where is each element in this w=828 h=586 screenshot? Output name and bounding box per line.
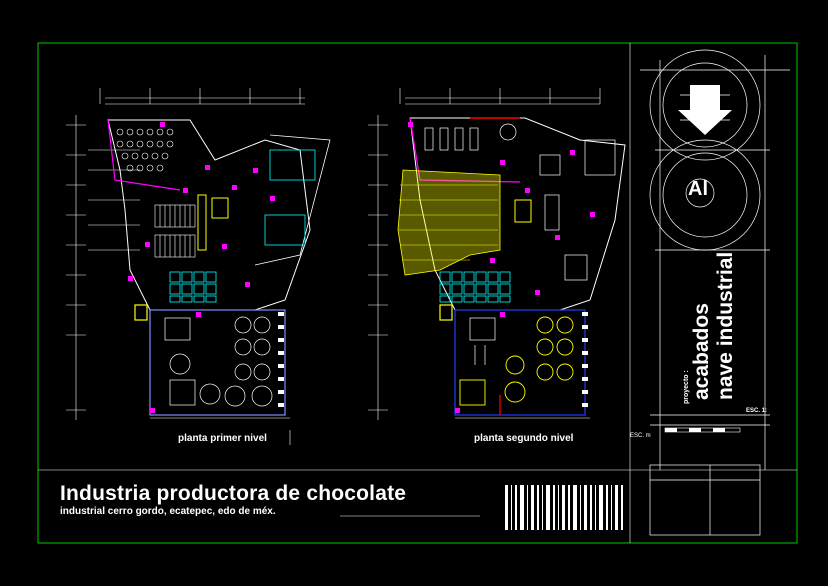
barcode-icon	[505, 485, 623, 530]
plan-label-first-level: planta primer nivel	[178, 433, 267, 444]
scale-label: ESC. 1:	[746, 408, 768, 414]
drawing-title: Industria productora de chocolate	[60, 482, 407, 505]
drawing-subtitle: industrial cerro gordo, ecatepec, edo de…	[60, 506, 276, 517]
scale-note: ESC. m	[630, 433, 651, 439]
project-title-line1: acabados	[690, 303, 713, 400]
logo-arrow-icon	[678, 85, 732, 135]
project-prefix: proyecto :	[683, 370, 690, 404]
plan-label-second-level: planta segundo nivel	[474, 433, 574, 444]
title-side-panel	[640, 49, 790, 536]
logo-text: Al	[688, 178, 708, 200]
floor-plan-first-level	[66, 88, 331, 445]
floor-plan-second-level	[368, 88, 626, 420]
sheet-border	[37, 42, 798, 544]
scale-bar-icon	[664, 427, 741, 433]
project-title-line2: nave industrial	[714, 251, 737, 400]
